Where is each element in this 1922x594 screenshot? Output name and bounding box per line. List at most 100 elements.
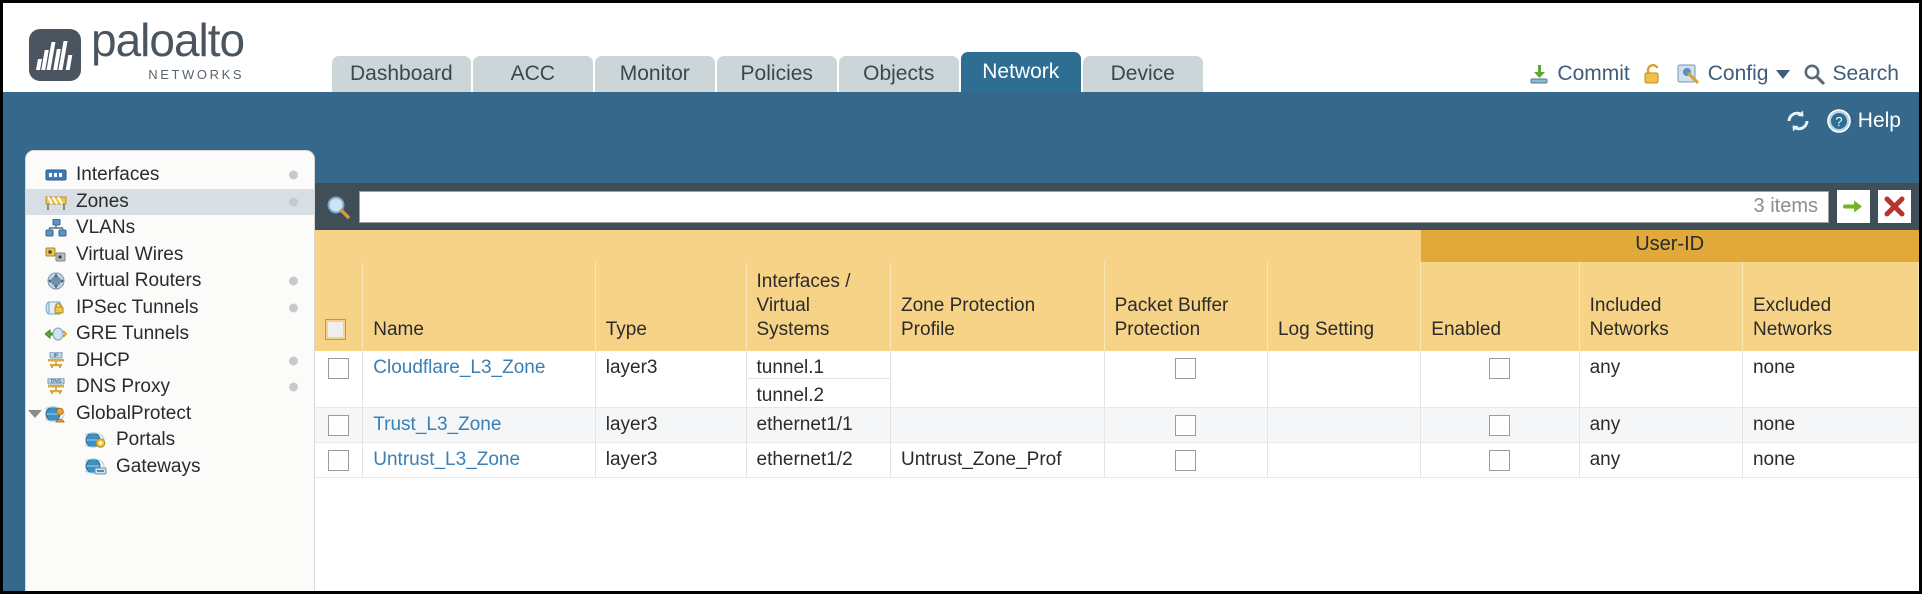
interfaces-icon (44, 165, 68, 185)
column-header-excluded-networks[interactable]: Excluded Networks (1742, 262, 1919, 352)
svg-text:IP: IP (54, 353, 59, 359)
row-select-checkbox[interactable] (328, 357, 350, 379)
search-button[interactable]: Search (1802, 62, 1899, 86)
sidebar-item-label: GlobalProtect (76, 402, 192, 424)
user-id-enabled-checkbox[interactable] (1489, 357, 1511, 379)
packet-buffer-protection-checkbox[interactable] (1175, 357, 1197, 379)
config-menu[interactable]: Config (1676, 62, 1791, 86)
tab-dashboard[interactable]: Dashboard (332, 56, 471, 92)
tab-policies[interactable]: Policies (716, 56, 837, 92)
vlans-icon (44, 218, 68, 238)
sidebar-item-ipsec-tunnels[interactable]: IPSec Tunnels (26, 295, 314, 322)
tab-device[interactable]: Device (1082, 56, 1203, 92)
help-button[interactable]: ? Help (1826, 108, 1901, 134)
sidebar-item-globalprotect[interactable]: GlobalProtect (26, 401, 314, 428)
globalprotect-icon (44, 404, 68, 424)
commit-label: Commit (1557, 62, 1630, 85)
sidebar-item-gre-tunnels[interactable]: GRE Tunnels (26, 321, 314, 348)
group-header-user-id: User-ID (1420, 230, 1919, 262)
search-icon (1804, 64, 1826, 85)
tab-acc[interactable]: ACC (472, 56, 593, 92)
packet-buffer-protection-cell (1104, 351, 1268, 409)
user-id-enabled-checkbox[interactable] (1489, 449, 1511, 471)
sidebar-item-zones[interactable]: Zones (26, 188, 314, 215)
sidebar-item-status-dot (289, 303, 298, 313)
zone-name-link[interactable]: Cloudflare_L3_Zone (373, 357, 546, 379)
config-label: Config (1707, 62, 1769, 85)
row-select-checkbox[interactable] (328, 414, 350, 436)
sidebar-item-status-dot (289, 276, 298, 286)
interfaces-cell: ethernet1/1 (746, 407, 891, 444)
included-networks-cell: any (1579, 351, 1743, 409)
column-header-type[interactable]: Type (595, 262, 747, 352)
packet-buffer-protection-checkbox[interactable] (1175, 414, 1197, 436)
commit-button[interactable]: Commit (1527, 62, 1630, 86)
interface-value: tunnel.2 (756, 385, 825, 407)
column-header-packet-buffer-protection[interactable]: Packet Buffer Protection (1104, 262, 1268, 352)
packet-buffer-protection-checkbox[interactable] (1175, 449, 1197, 471)
user-id-enabled-cell (1420, 442, 1580, 479)
select-all-checkbox[interactable] (325, 318, 346, 340)
zone-type-cell: layer3 (595, 442, 747, 479)
column-header-name[interactable]: Name (362, 262, 596, 352)
column-header-zone-protection-profile[interactable]: Zone Protection Profile (890, 262, 1105, 352)
excluded-networks-cell: none (1742, 407, 1919, 444)
zone-name-cell: Untrust_L3_Zone (362, 442, 596, 479)
sidebar-item-label: Portals (116, 429, 176, 451)
column-header-enabled[interactable]: Enabled (1420, 262, 1580, 352)
included-networks-cell: any (1579, 407, 1743, 444)
zone-protection-profile-cell (890, 407, 1105, 444)
search-input[interactable] (370, 195, 1744, 218)
zones-icon (44, 192, 68, 212)
log-setting-cell (1267, 442, 1422, 479)
paloalto-logo-icon (29, 29, 81, 81)
gateways-icon (84, 457, 108, 477)
log-setting-cell (1267, 351, 1422, 409)
sidebar-item-label: GRE Tunnels (76, 323, 189, 345)
user-id-enabled-cell (1420, 351, 1580, 409)
search-icon[interactable] (325, 194, 351, 220)
apply-filter-button[interactable] (1837, 190, 1870, 223)
zone-protection-profile-cell: Untrust_Zone_Prof (890, 442, 1105, 479)
column-header-interfaces-virtual-systems[interactable]: Interfaces / Virtual Systems (746, 262, 891, 352)
clear-filter-button[interactable] (1878, 190, 1911, 223)
column-header-log-setting[interactable]: Log Setting (1267, 262, 1422, 352)
column-header-included-networks[interactable]: Included Networks (1579, 262, 1743, 352)
sidebar-item-interfaces[interactable]: Interfaces (26, 162, 314, 189)
log-setting-cell (1267, 407, 1422, 444)
zone-name-link[interactable]: Trust_L3_Zone (373, 414, 502, 436)
close-icon (1884, 196, 1905, 217)
zone-protection-profile-cell (890, 351, 1105, 409)
sidebar-item-gateways[interactable]: Gateways (26, 454, 314, 481)
tab-monitor[interactable]: Monitor (594, 56, 715, 92)
item-count-label: 3 items (1753, 195, 1818, 217)
interface-value: ethernet1/1 (756, 414, 853, 436)
row-select-checkbox[interactable] (328, 449, 350, 471)
search-field-wrap[interactable]: 3 items (359, 190, 1829, 223)
zone-name-link[interactable]: Untrust_L3_Zone (373, 449, 521, 471)
user-id-enabled-cell (1420, 407, 1580, 444)
sidebar-item-status-dot (289, 356, 298, 366)
tab-objects[interactable]: Objects (838, 56, 959, 92)
sidebar-item-virtual-routers[interactable]: Virtual Routers (26, 268, 314, 295)
content-panel: 3 items (315, 183, 1919, 591)
expand-collapse-triangle-icon[interactable] (28, 409, 42, 418)
refresh-button[interactable] (1784, 108, 1812, 134)
group-header-spacer (315, 230, 1421, 262)
sidebar-item-portals[interactable]: Portals (26, 427, 314, 454)
sidebar-item-virtual-wires[interactable]: Virtual Wires (26, 242, 314, 269)
sidebar-item-vlans[interactable]: VLANs (26, 215, 314, 242)
tab-network[interactable]: Network (960, 52, 1081, 92)
lock-button[interactable] (1642, 62, 1664, 86)
user-id-enabled-checkbox[interactable] (1489, 414, 1511, 436)
refresh-icon (1787, 110, 1809, 132)
